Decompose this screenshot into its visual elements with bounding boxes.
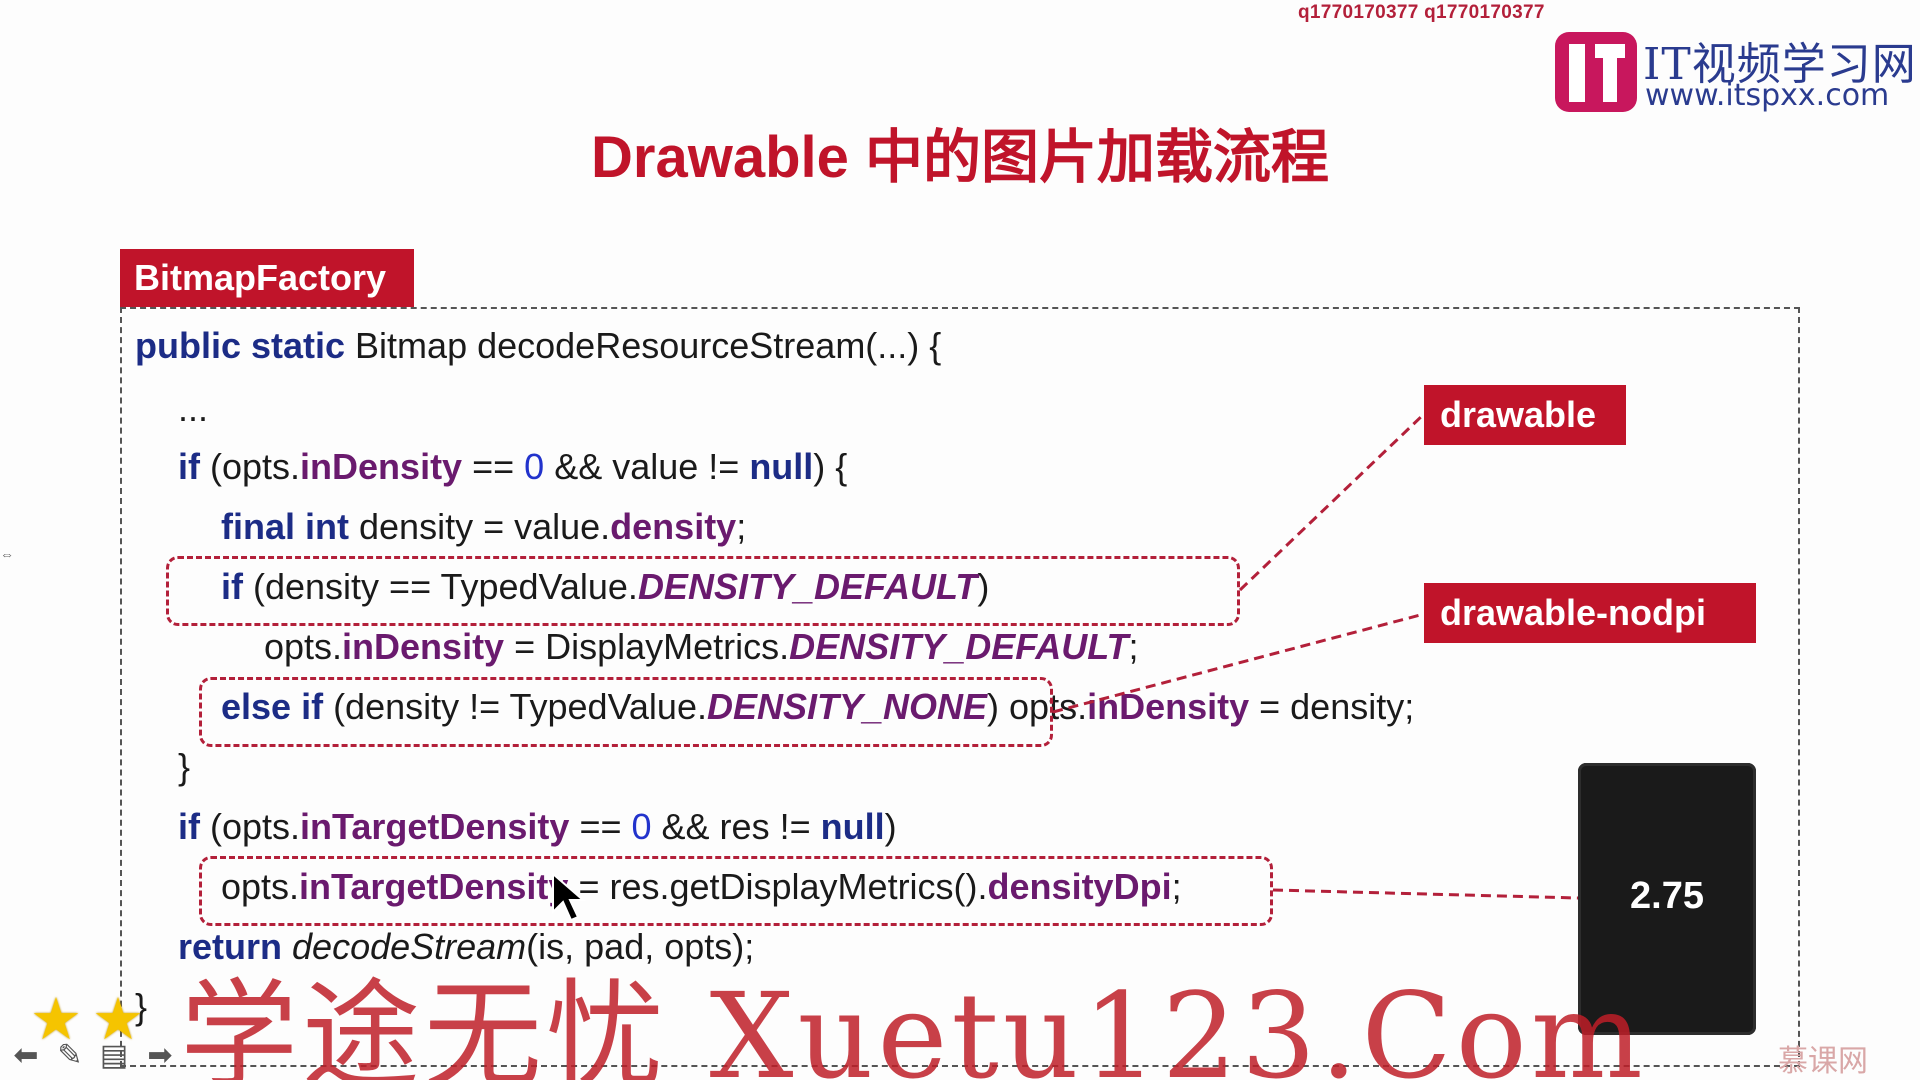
star-icon: ★ — [30, 987, 82, 1052]
highlight-target-density — [199, 856, 1273, 926]
overlay-watermark: 学途无忧 Xuetu123.Com — [180, 967, 1647, 1080]
resize-handle-icon[interactable]: ⇔ — [0, 546, 14, 562]
connector-drawable — [1238, 412, 1426, 592]
mouse-cursor-icon — [552, 872, 586, 922]
logo-name: IT视频学习网 — [1643, 39, 1917, 90]
logo-mark-icon — [1555, 32, 1637, 112]
code-line-1: public static Bitmap decodeResourceStrea… — [135, 325, 942, 366]
callout-drawable-nodpi: drawable-nodpi — [1424, 583, 1756, 643]
code-line-8: } — [178, 746, 191, 787]
code-line-10: opts.inTargetDensity = res.getDisplayMet… — [221, 866, 1182, 907]
site-logo: IT视频学习网 www.itspxx.com — [1555, 28, 1917, 118]
arrow-left-icon[interactable]: ⬅ — [13, 1039, 39, 1072]
code-line-4: final int density = value.density; — [221, 506, 747, 547]
callout-drawable: drawable — [1424, 385, 1626, 445]
star-icon: ★ — [92, 987, 144, 1052]
code-line-12: } — [135, 986, 148, 1027]
pen-icon[interactable]: ✎ — [57, 1039, 83, 1072]
connector-device — [1272, 888, 1579, 900]
menu-icon[interactable]: ▤ — [99, 1039, 129, 1072]
arrow-right-icon[interactable]: ➡ — [147, 1039, 173, 1072]
code-frame — [120, 307, 1800, 1067]
code-line-11: return decodeStream(is, pad, opts); — [178, 926, 755, 967]
connector-nodpi — [1052, 612, 1425, 714]
code-line-7: else if (density != TypedValue.DENSITY_N… — [221, 686, 1415, 727]
highlight-density-default — [166, 556, 1240, 626]
device-density-value: 2.75 — [1630, 875, 1704, 917]
slide-title: Drawable 中的图片加载流程 — [591, 125, 1329, 190]
code-line-3: if (opts.inDensity == 0 && value != null… — [178, 446, 848, 487]
code-line-9: if (opts.inTargetDensity == 0 && res != … — [178, 806, 897, 847]
section-label: BitmapFactory — [120, 249, 414, 307]
logo-url: www.itspxx.com — [1645, 78, 1890, 113]
top-watermark: q1770170377 q1770170377 — [1298, 2, 1545, 23]
device-screen: 2.75 — [1578, 763, 1756, 1035]
highlight-density-none — [199, 677, 1053, 747]
corner-brand: 慕课网 — [1778, 1045, 1868, 1078]
code-line-2: ... — [178, 388, 209, 429]
code-line-5: if (density == TypedValue.DENSITY_DEFAUL… — [221, 566, 990, 607]
code-line-6: opts.inDensity = DisplayMetrics.DENSITY_… — [264, 626, 1139, 667]
